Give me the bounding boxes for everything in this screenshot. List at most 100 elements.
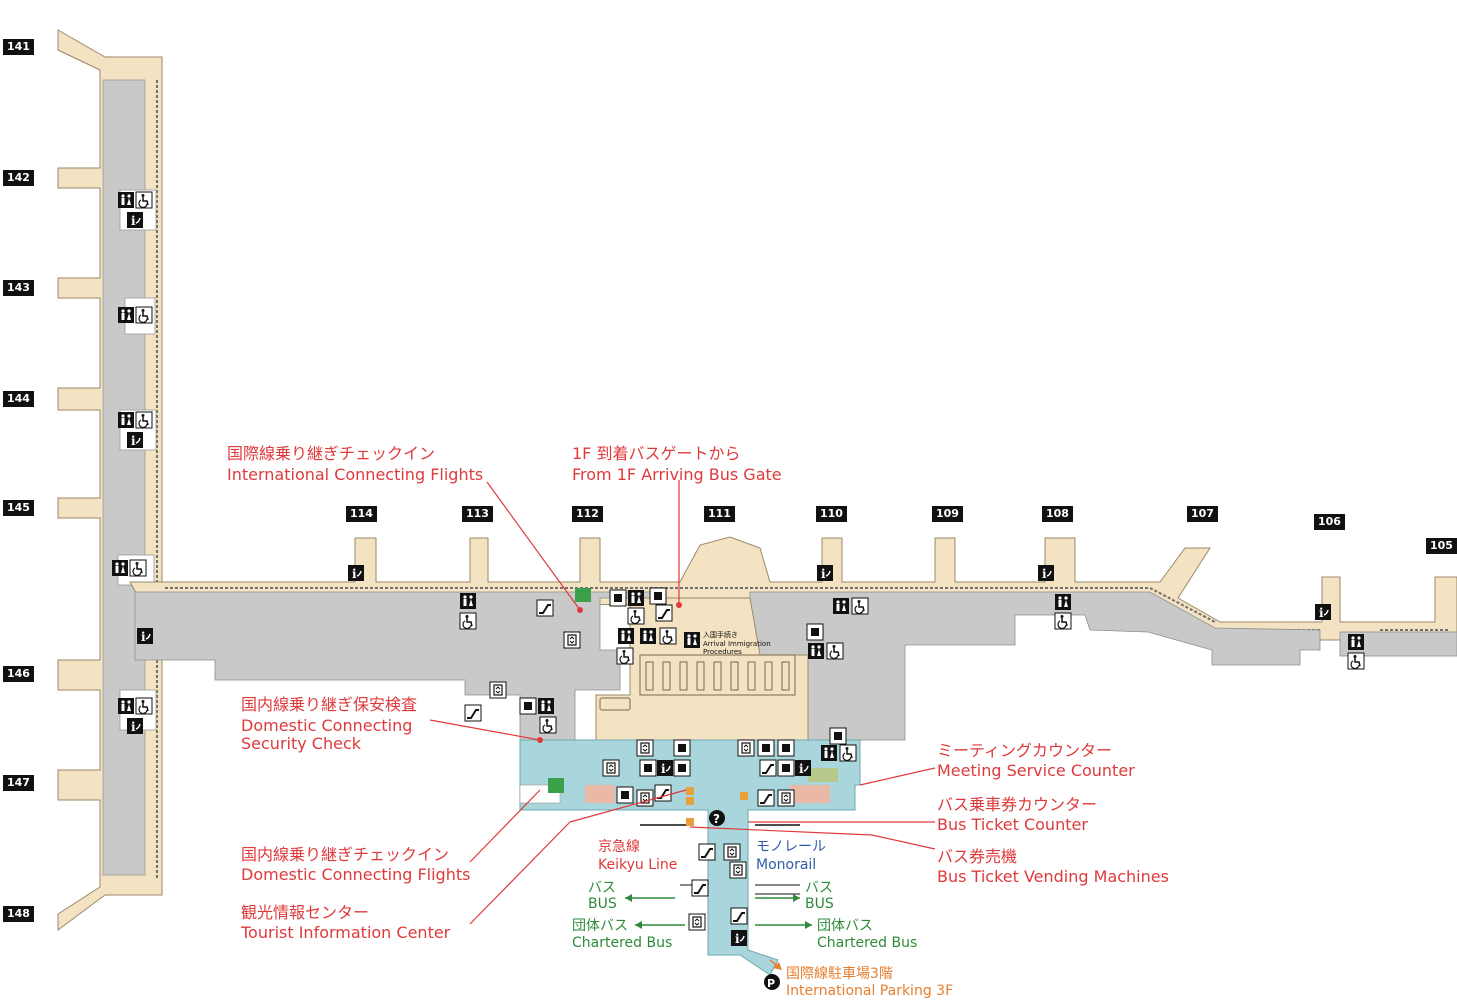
counter-icon	[639, 759, 657, 777]
locker-icon	[757, 739, 775, 757]
bus-ticket-counter-label-jp: バス乗車券カウンター	[937, 795, 1098, 814]
toilet-icon	[118, 698, 134, 714]
escalator-icon	[730, 907, 748, 925]
escalator-icon	[698, 843, 716, 861]
gate-badge-106: 106	[1314, 514, 1345, 530]
question-icon	[709, 810, 725, 826]
wheelchair-icon	[1347, 652, 1365, 670]
wheelchair-icon	[459, 612, 477, 630]
elevator-icon	[777, 789, 795, 807]
wheelchair-icon	[659, 627, 677, 645]
gate-badge-109: 109	[932, 506, 963, 522]
phone-icon	[777, 759, 795, 777]
counter-icon	[616, 786, 634, 804]
info-icon	[126, 211, 144, 229]
wheelchair-icon	[129, 559, 147, 577]
wheelchair-icon	[826, 642, 844, 660]
info-icon	[126, 717, 144, 735]
parking-label-jp: 国際線駐車場3階	[786, 966, 893, 982]
elevator-icon	[688, 913, 706, 931]
wheelchair-icon	[135, 306, 153, 324]
escalator-icon	[759, 759, 777, 777]
gate-badge-148: 148	[3, 906, 34, 922]
west-pier	[57, 29, 163, 931]
gate-badge-107: 107	[1187, 506, 1218, 522]
baby-room-icon	[806, 623, 824, 641]
toilet-icon	[118, 412, 134, 428]
gate-badge-143: 143	[3, 280, 34, 296]
intl-connecting-label-en: International Connecting Flights	[227, 465, 484, 484]
gate-badge-113: 113	[462, 506, 493, 522]
immigration-label-en1: Arrival Immigration	[703, 640, 771, 648]
gate-badge-146: 146	[3, 666, 34, 682]
gate-badge-111: 111	[704, 506, 735, 522]
chartered-left-label-jp: 団体バス	[572, 918, 628, 934]
toilet-icon	[640, 628, 656, 644]
gate-badge-142: 142	[3, 170, 34, 186]
escalator-icon	[691, 879, 709, 897]
parking-label-en: International Parking 3F	[786, 983, 954, 999]
domestic-security-label-en1: Domestic Connecting	[241, 716, 413, 735]
tourist-info-label-jp: 観光情報センター	[241, 903, 370, 922]
parking-icon	[764, 974, 780, 990]
wheelchair-icon	[135, 411, 153, 429]
facility-icons: ? P	[112, 191, 1365, 990]
wheelchair-icon	[851, 597, 869, 615]
smoking-icon	[829, 727, 847, 745]
elevator-icon	[602, 759, 620, 777]
gate-badge-147: 147	[3, 775, 34, 791]
gate-badge-105: 105	[1426, 538, 1457, 554]
chartered-left-label-en: Chartered Bus	[572, 935, 673, 951]
callout-lines	[429, 480, 936, 925]
escalator-icon	[655, 604, 673, 622]
toilet-icon	[1348, 634, 1364, 650]
svg-text:?: ?	[713, 812, 720, 826]
direction-arrows	[625, 894, 812, 970]
toilet-icon	[538, 698, 554, 714]
bus-left-label-jp: バス	[588, 880, 616, 896]
bus-ticket-counter-label-en: Bus Ticket Counter	[937, 815, 1088, 834]
keikyu-label-jp: 京急線	[598, 839, 640, 855]
chartered-right-label-jp: 団体バス	[817, 918, 873, 934]
bus-vending-label-en: Bus Ticket Vending Machines	[937, 867, 1169, 886]
toilet-icon	[618, 628, 634, 644]
svg-text:P: P	[767, 977, 775, 990]
bus-right-label-en: BUS	[805, 896, 834, 912]
gate-badge-108: 108	[1042, 506, 1073, 522]
elevator-icon	[563, 631, 581, 649]
main-concourse	[129, 536, 1457, 976]
info-icon	[126, 431, 144, 449]
toilet-icon	[808, 643, 824, 659]
wheelchair-icon	[1054, 612, 1072, 630]
gate-badge-110: 110	[816, 506, 847, 522]
info-icon	[816, 564, 834, 582]
gate-badge-114: 114	[346, 506, 377, 522]
keikyu-label-en: Keikyu Line	[598, 857, 678, 873]
toilet-icon	[628, 590, 644, 606]
info-icon	[730, 929, 748, 947]
bus-right-label-jp: バス	[805, 880, 833, 896]
info-icon	[1314, 603, 1332, 621]
baby-room-icon	[609, 589, 627, 607]
elevator-icon	[723, 843, 741, 861]
locker-icon	[777, 739, 795, 757]
bus-vending-label-jp: バス券売機	[937, 847, 1018, 866]
tourist-info-label-en: Tourist Information Center	[241, 923, 451, 942]
domestic-connecting-label-jp: 国内線乗り継ぎチェックイン	[241, 845, 450, 864]
escalator-icon	[536, 599, 554, 617]
wheelchair-icon	[539, 716, 557, 734]
toilet-icon	[460, 593, 476, 609]
bus-gate-label-jp: 1F 到着バスゲートから	[572, 444, 741, 463]
wheelchair-icon	[135, 697, 153, 715]
monorail-label-en: Monorail	[756, 857, 817, 873]
meeting-counter-label-jp: ミーティングカウンター	[937, 741, 1113, 760]
toilet-icon	[1055, 594, 1071, 610]
wheelchair-icon	[135, 191, 153, 209]
locker-icon	[649, 587, 667, 605]
elevator-icon	[636, 739, 654, 757]
toilet-icon	[118, 307, 134, 323]
intl-connecting-label-jp: 国際線乗り継ぎチェックイン	[227, 444, 436, 463]
immigration-booths	[599, 654, 796, 711]
escalator-icon	[464, 704, 482, 722]
